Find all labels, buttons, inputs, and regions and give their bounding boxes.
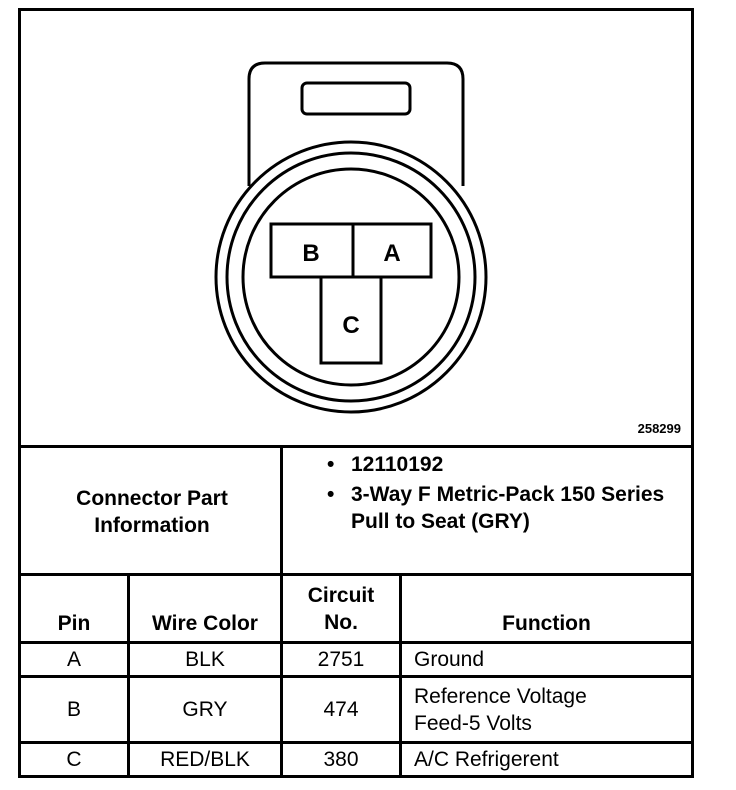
connector-housing (247, 61, 465, 186)
pin-label-c: C (342, 312, 359, 339)
outer-ring (214, 140, 488, 414)
connector-sheet: B A C 258299 Connector Part Information … (18, 8, 694, 778)
header-wire-color: Wire Color (152, 612, 258, 635)
row-a-circuit: 2751 (317, 648, 365, 671)
header-pin: Pin (57, 612, 91, 635)
row-c-function: A/C Refrigerent (414, 748, 559, 771)
connector-info-list: • 12110192 • 3-Way F Metric-Pack 150 Ser… (321, 451, 691, 538)
divider (21, 741, 691, 744)
divider (21, 445, 691, 448)
row-c-wire-color: RED/BLK (160, 748, 250, 771)
row-b-circuit: 474 (323, 698, 359, 721)
header-function: Function (502, 612, 591, 635)
divider (21, 573, 691, 576)
row-b-pin: B (66, 698, 81, 721)
middle-ring (225, 151, 477, 403)
divider (21, 641, 691, 644)
header-circuit-no: Circuit No. (307, 583, 375, 634)
connector-diagram: B A C (214, 61, 488, 414)
info-item: • 12110192 (321, 451, 691, 478)
divider (399, 573, 402, 775)
row-c-circuit: 380 (323, 748, 359, 771)
row-a-wire-color: BLK (185, 648, 225, 671)
row-c-pin: C (66, 748, 82, 771)
divider (127, 573, 130, 775)
connector-description: 3-Way F Metric-Pack 150 Series Pull to S… (351, 483, 665, 533)
connector-info-title: Connector Part Information (76, 487, 228, 537)
bullet-icon: • (327, 483, 335, 506)
cavity-c (319, 275, 383, 365)
figure-id: 258299 (637, 421, 681, 436)
divider (21, 675, 691, 678)
info-item: • 3-Way F Metric-Pack 150 Series Pull to… (321, 481, 691, 535)
pin-label-a: A (383, 240, 400, 267)
divider (280, 445, 283, 775)
bullet-icon: • (327, 453, 335, 476)
row-a-pin: A (66, 648, 81, 671)
row-b-wire-color: GRY (182, 698, 228, 721)
cavity-a (351, 222, 433, 279)
inner-ring (241, 167, 461, 387)
row-b-function: Reference Voltage Feed-5 Volts (414, 684, 587, 735)
latch-slot (300, 81, 412, 116)
row-a-function: Ground (414, 648, 485, 671)
pin-label-b: B (302, 240, 319, 267)
part-number: 12110192 (351, 453, 444, 476)
